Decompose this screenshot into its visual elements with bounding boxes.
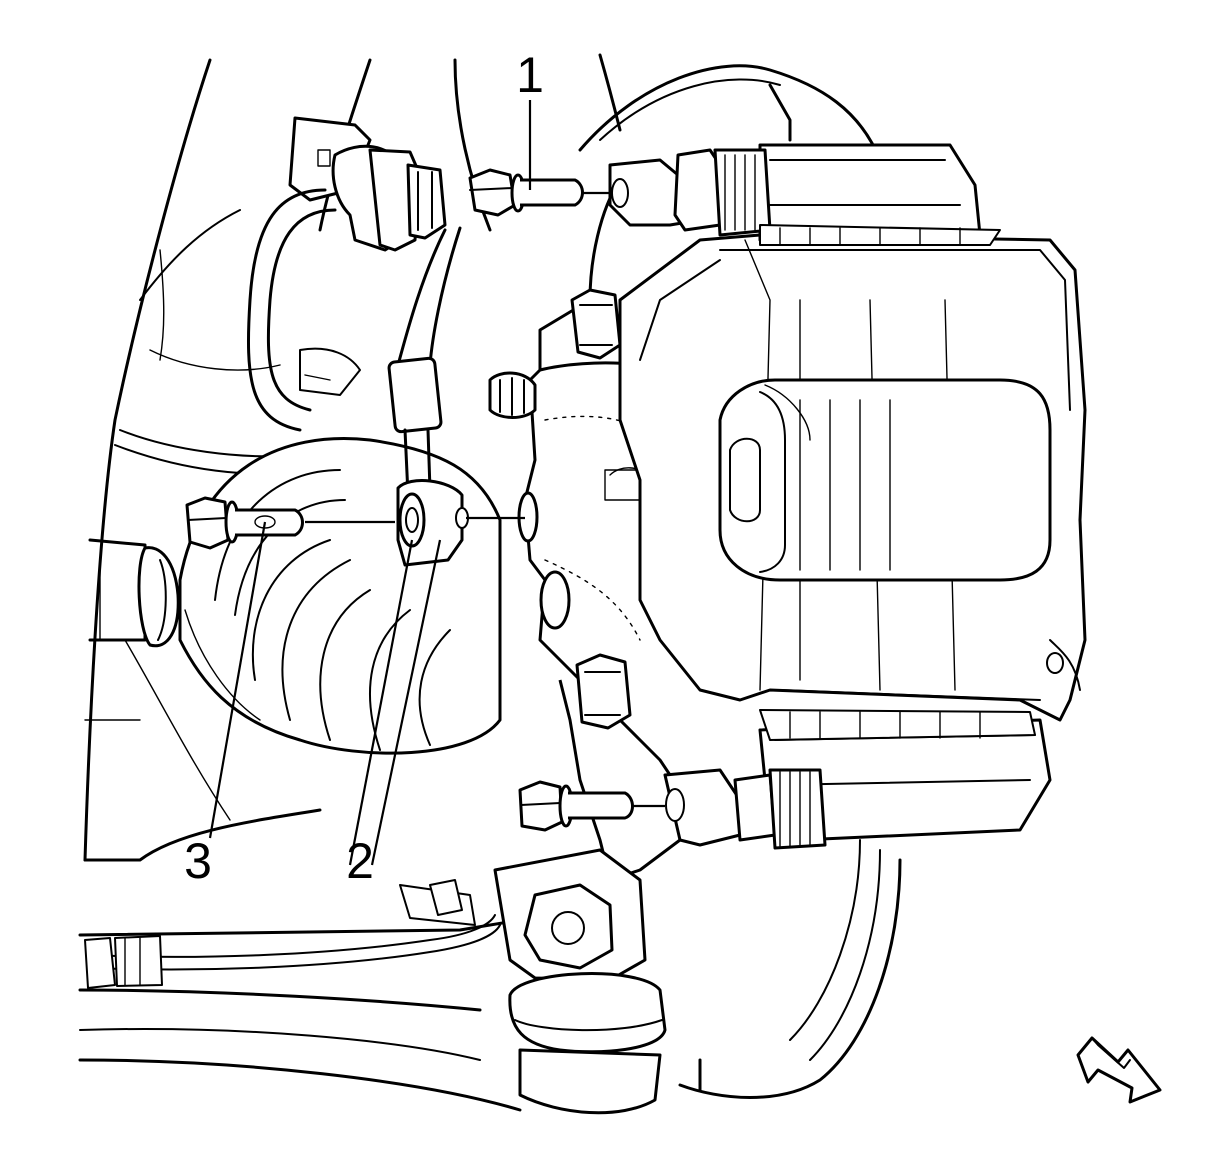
brake-hose (247, 116, 469, 567)
brake-rotor (578, 64, 902, 1099)
callout-2-leader-a (348, 539, 414, 866)
steering-knuckle (488, 179, 682, 882)
stabilizer-link-bolt (185, 496, 304, 550)
strut-housing (83, 53, 622, 862)
direction-arrow-icon (1076, 1036, 1162, 1104)
callout-1: 1 (516, 47, 544, 103)
caliper-upper-bolt (468, 168, 584, 217)
brake-caliper (608, 143, 1087, 850)
callout-2-leader-b (370, 539, 442, 866)
callout-3: 3 (184, 833, 212, 889)
callout-3-leader (208, 521, 267, 839)
callout-2: 2 (346, 833, 374, 889)
lower-control-arm (78, 848, 667, 1115)
